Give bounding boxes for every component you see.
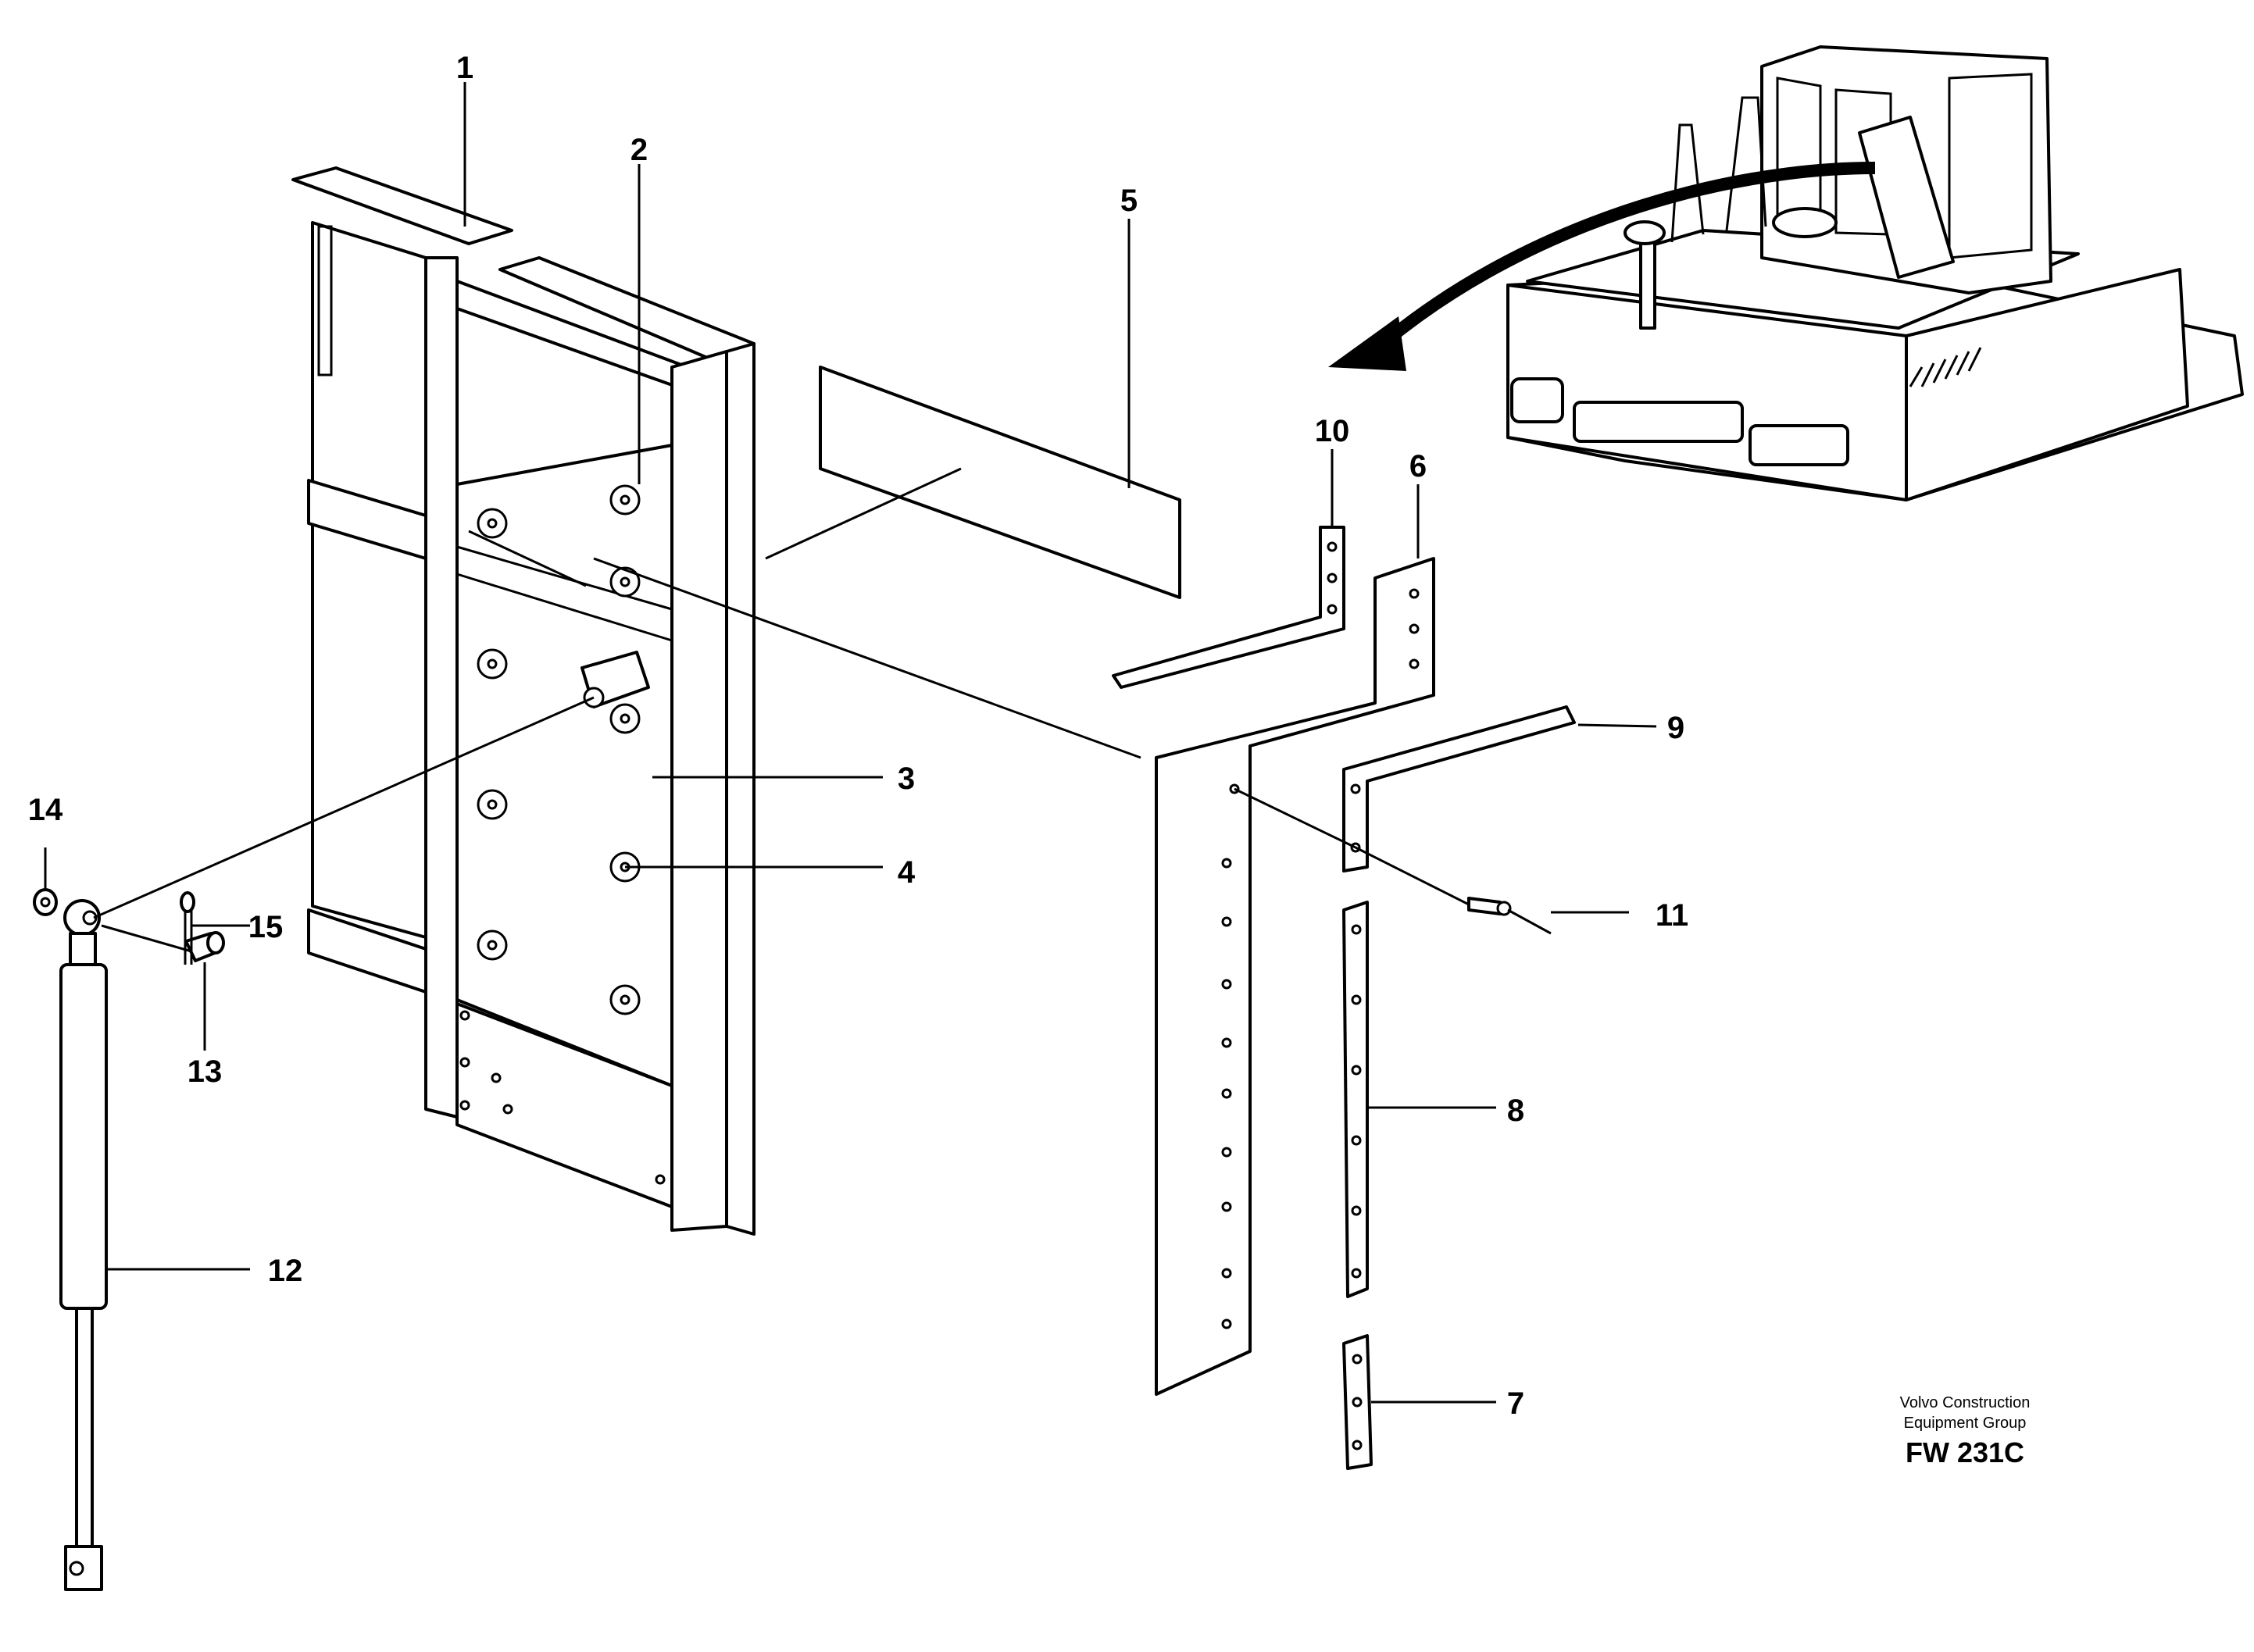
callout-1: 1: [456, 51, 473, 85]
callout-14: 14: [28, 793, 63, 827]
frame-assembly: [291, 166, 756, 1236]
screw-part-11: [1467, 897, 1552, 935]
engine-grille: [1909, 347, 1982, 387]
callout-13: 13: [188, 1054, 223, 1089]
bar-part-6-holes: [1221, 588, 1420, 1329]
caption-line-2: Equipment Group: [1903, 1415, 2027, 1432]
callout-10: 10: [1315, 414, 1350, 448]
mirror-part-5: [819, 366, 1181, 599]
callout-12: 12: [268, 1254, 303, 1288]
publisher-caption: Volvo Construction Equipment Group FW 23…: [1871, 1393, 2059, 1469]
callout-15: 15: [248, 910, 284, 944]
location-arrow: [1378, 162, 1876, 349]
location-arrow-head: [1328, 316, 1406, 371]
callout-numbers: 1 2 3 4 5 6 7 8 9 10 11 12 13 14 15: [28, 51, 1688, 1421]
callout-4: 4: [898, 855, 916, 890]
callout-7: 7: [1507, 1386, 1524, 1421]
bracket-part-9: [1342, 705, 1576, 872]
drawing-code: FW 231C: [1905, 1436, 2025, 1468]
callout-9: 9: [1667, 711, 1684, 745]
callout-11: 11: [1656, 898, 1688, 933]
strip-part-8-holes: [1351, 924, 1362, 1279]
callout-6: 6: [1409, 449, 1427, 483]
callout-3: 3: [898, 762, 915, 796]
mirror-location: [1858, 116, 1955, 279]
callout-5: 5: [1120, 184, 1138, 218]
callout-2: 2: [630, 133, 648, 167]
callout-8: 8: [1507, 1094, 1524, 1128]
caption-line-1: Volvo Construction: [1899, 1394, 2031, 1411]
leader-lines: [44, 82, 1657, 1404]
washer-part-14: [33, 888, 58, 916]
gas-strut-part-12: [59, 899, 108, 1591]
strip-part-8: [1342, 901, 1369, 1298]
excavator-illustration: [1328, 45, 2244, 501]
bracket-part-10: [1112, 526, 1345, 689]
cotter-pin-part-15: [180, 891, 195, 965]
bar-part-6: [1155, 557, 1435, 1396]
